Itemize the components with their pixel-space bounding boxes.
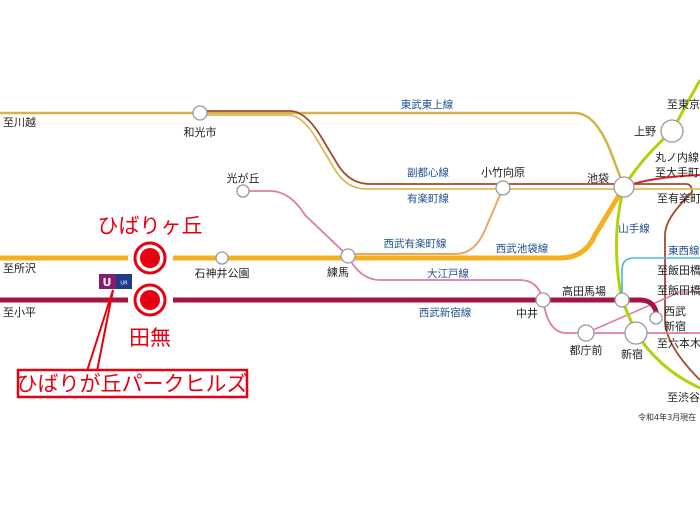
oedo-branch-line: [585, 291, 700, 334]
seibu-yurakucho-line: [348, 187, 504, 255]
direction-iidabashi-2: 至飯田橋: [657, 283, 700, 297]
line-label-oedo: 大江戸線: [427, 267, 469, 280]
station-seibu-shinjuku[interactable]: [649, 311, 663, 325]
property-label: ひばりが丘パークヒルズ: [17, 372, 248, 396]
line-label-yamanote: 山手線: [618, 222, 650, 235]
direction-tokorozawa: 至所沢: [3, 261, 36, 275]
line-label-marunouchi: 丸ノ内線: [655, 150, 699, 164]
station-ikebukuro[interactable]: [613, 176, 635, 198]
line-label-yurakucho: 有楽町線: [407, 192, 449, 205]
tobu-tojo-line: [0, 111, 626, 188]
direction-iidabashi-1: 至飯田橋: [657, 263, 700, 277]
direction-otemachi: 至大手町: [655, 165, 699, 179]
fukutoshin-line: [200, 110, 700, 381]
station-shinjuku[interactable]: [624, 321, 648, 345]
hibarigaoka-label: ひばりヶ丘: [98, 214, 203, 238]
direction-shibuya: 至渋谷: [667, 391, 700, 404]
line-label-tozai: 東西線: [668, 244, 700, 257]
label-takadanobaba: 高田馬場: [562, 284, 606, 298]
label-hikarigaoka: 光が丘: [227, 171, 260, 185]
callout-pointer: [86, 289, 114, 372]
label-wakoshi: 和光市: [184, 125, 217, 139]
station-hikarigaoka[interactable]: [236, 184, 250, 198]
yamanote-line: [614, 79, 700, 390]
direction-kawagoe: 至川越: [3, 115, 36, 129]
label-nerima: 練馬: [327, 265, 349, 279]
station-kotake-mukaihara[interactable]: [495, 180, 511, 196]
line-label-tobu-tojo: 東武東上線: [401, 98, 454, 111]
label-seibu-shinjuku-2: 新宿: [664, 319, 686, 333]
line-label-seibu-shinjuku: 西武新宿線: [419, 306, 472, 319]
tanashi-label: 田無: [129, 326, 171, 350]
footnote: 令和4年3月現在: [638, 412, 696, 422]
direction-kodaira: 至小平: [3, 306, 36, 319]
seibu-ikebukuro-line: [0, 185, 627, 261]
line-label-seibu-yurakucho: 西武有楽町線: [384, 237, 447, 250]
seibu-shinjuku-line: [0, 297, 660, 319]
line-label-seibu-ikebukuro: 西武池袋線: [496, 242, 549, 255]
station-ueno[interactable]: [660, 119, 684, 143]
direction-roppongi: 至六本木: [657, 336, 700, 350]
label-ueno: 上野: [634, 125, 656, 138]
station-shakujii-koen[interactable]: [215, 251, 229, 265]
station-wakoshi[interactable]: [192, 105, 208, 121]
label-nakai: 中井: [516, 306, 538, 320]
ur-logo-text: UR: [120, 281, 128, 287]
label-kotake-mukaihara: 小竹向原: [481, 165, 525, 179]
ur-logo: U UR: [99, 274, 132, 289]
direction-tokyo: 至東京: [667, 97, 700, 111]
property-callout-box: [16, 368, 249, 399]
station-nerima[interactable]: [340, 248, 356, 264]
svg-text:U: U: [103, 276, 112, 289]
direction-yurakucho: 至有楽町: [657, 191, 700, 205]
label-tochomae: 都庁前: [570, 343, 603, 357]
station-tanashi-marker[interactable]: [133, 283, 167, 317]
yurakucho-line: [200, 114, 700, 190]
label-shakujii-koen: 石神井公園: [195, 266, 250, 280]
label-ikebukuro: 池袋: [587, 171, 609, 185]
oedo-line: [243, 190, 700, 334]
station-nakai[interactable]: [535, 292, 551, 308]
label-seibu-shinjuku-1: 西武: [664, 305, 686, 318]
line-label-fukutoshin: 副都心線: [407, 166, 449, 179]
label-shinjuku: 新宿: [621, 347, 643, 361]
station-hibarigaoka-marker[interactable]: [133, 241, 167, 275]
station-tochomae[interactable]: [577, 324, 595, 342]
station-takadanobaba[interactable]: [614, 292, 630, 308]
tozai-line: [621, 257, 700, 300]
